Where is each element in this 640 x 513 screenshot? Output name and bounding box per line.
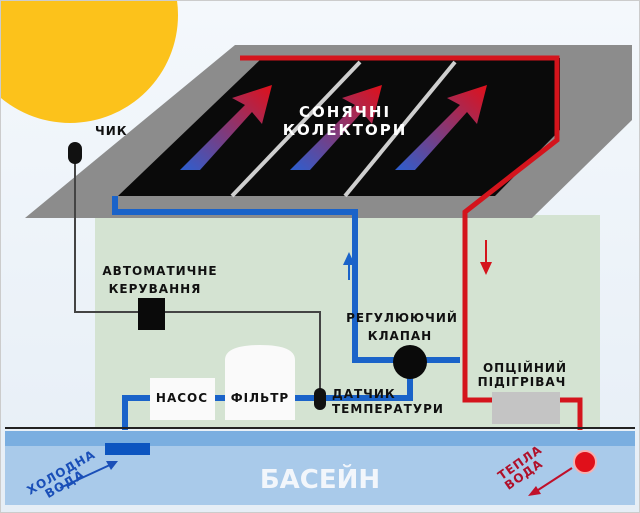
pool-surface [5, 431, 635, 446]
collectors-label-1: СОНЯЧНІ [299, 103, 391, 121]
pool-label: БАСЕЙН [260, 463, 380, 495]
hot-water-pipe [240, 55, 583, 430]
control-wires [74, 160, 321, 390]
cold-water-outlet [105, 443, 150, 455]
control-label-2: КЕРУВАННЯ [109, 282, 202, 296]
heat-arrows [180, 85, 487, 170]
valve-label-1: РЕГУЛЮЮЧИЙ [346, 310, 458, 325]
valve-label-2: КЛАПАН [368, 329, 432, 343]
cold-water-arrow [59, 463, 113, 489]
temp-sensor-label-2: ТЕМПЕРАТУРИ [332, 402, 444, 416]
optional-heater [492, 392, 560, 424]
filter [225, 345, 295, 420]
collector-dividers [230, 60, 457, 198]
temperature-sensor [314, 388, 326, 410]
heat-arrow-1 [180, 85, 272, 170]
roof-sensor-label: ЧИК [95, 124, 128, 138]
temp-sensor-label-1: ДАТЧИК [332, 387, 396, 401]
heat-arrow-2 [290, 85, 382, 170]
filter-label: ФІЛЬТР [231, 391, 289, 405]
flow-up-arrow [343, 252, 355, 265]
warm-water-inlet [573, 450, 597, 474]
automatic-control-box [138, 298, 165, 330]
pump-label: НАСОС [156, 391, 208, 405]
heater-label-1: ОПЦІЙНИЙ [483, 360, 567, 375]
sun [0, 0, 178, 123]
collectors-label-2: КОЛЕКТОРИ [283, 121, 408, 139]
pump [150, 378, 215, 420]
control-label-1: АВТОМАТИЧНЕ [102, 264, 217, 278]
regulating-valve [393, 345, 427, 379]
heat-arrow-3 [395, 85, 487, 170]
heater-label-2: ПІДІГРІВАЧ [478, 375, 567, 389]
warm-water-arrow-head [528, 486, 541, 496]
flow-down-arrow [480, 262, 492, 275]
warm-water-arrow [534, 467, 573, 493]
roof-temperature-sensor [68, 142, 82, 164]
cold-water-arrow-head [106, 461, 118, 470]
